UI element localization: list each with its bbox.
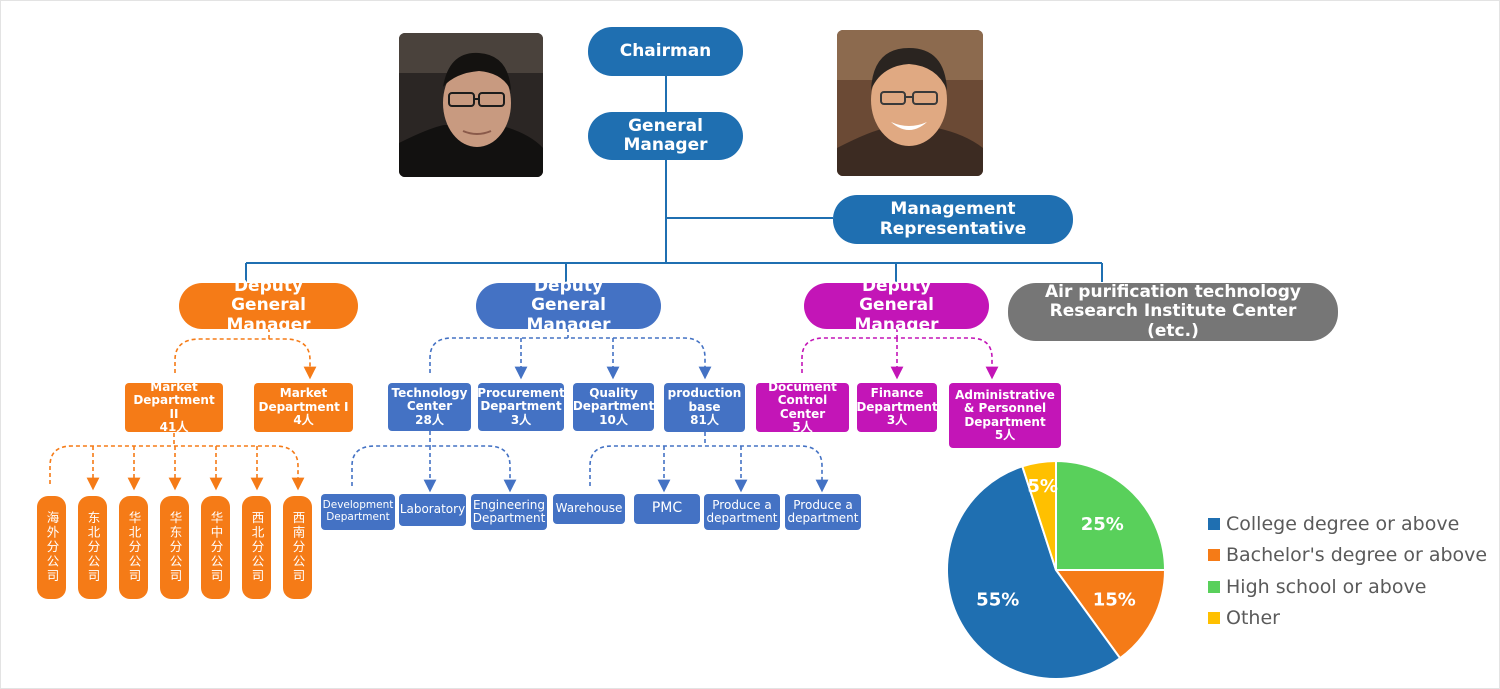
dept-count: 10人	[599, 412, 628, 427]
market-dept-2[interactable]: Market Department II 41人	[125, 379, 223, 434]
research-center-label: Air purification technology Research Ins…	[1045, 282, 1301, 341]
deputy-right-box[interactable]: Deputy General Manager	[804, 277, 989, 334]
dept-name: Quality Department	[572, 385, 655, 414]
dept-count: 3人	[886, 413, 908, 428]
branch-label: 海外分公司	[44, 511, 60, 584]
laboratory[interactable]: Laboratory	[399, 494, 466, 526]
dept-count: 28人	[415, 412, 444, 427]
pie-slice-other	[1021, 459, 1057, 571]
deputy-left-box[interactable]: Deputy General Manager	[179, 277, 358, 334]
branch-southwest[interactable]: 西南分公司	[283, 496, 312, 599]
leaf-label: Development Department	[322, 499, 394, 523]
branch-label: 西南分公司	[290, 511, 306, 584]
deputy-mid-box[interactable]: Deputy General Manager	[476, 277, 661, 334]
market-dept-1[interactable]: Market Department I 4人	[254, 383, 353, 432]
legend-label: College degree or above	[1226, 512, 1460, 535]
general-manager-box[interactable]: General Manager	[588, 112, 743, 160]
branch-north[interactable]: 华北分公司	[119, 496, 148, 599]
produce-department-1[interactable]: Produce a department	[704, 494, 780, 530]
document-control-center[interactable]: Document Control Center 5人	[756, 379, 849, 434]
dept-name: Market Department I	[258, 386, 349, 414]
legend-item-bachelor: Bachelor's degree or above	[1208, 540, 1487, 572]
legend-swatch	[1208, 549, 1220, 562]
branch-northeast[interactable]: 东北分公司	[78, 496, 107, 599]
dept-name: Technology Center	[391, 385, 468, 414]
dept-count: 41人	[159, 419, 189, 434]
branch-central[interactable]: 华中分公司	[201, 496, 230, 599]
education-pie-chart: 25% 15% 55% 5%	[946, 459, 1167, 680]
engineering-department[interactable]: Engineering Department	[471, 494, 547, 530]
chairman-box[interactable]: Chairman	[588, 27, 743, 76]
legend-swatch	[1208, 517, 1220, 530]
procurement-department[interactable]: Procurement Department 3人	[477, 383, 565, 431]
branch-northwest[interactable]: 西北分公司	[242, 496, 271, 599]
administrative-personnel-department[interactable]: Administrative & Personnel Department 5人	[949, 383, 1061, 448]
leaf-label: Produce a department	[787, 497, 859, 525]
development-department[interactable]: Development Department	[321, 494, 395, 530]
legend-item-other: Other	[1208, 603, 1487, 635]
branch-label: 西北分公司	[249, 511, 265, 584]
dept-name: production base	[667, 386, 742, 414]
production-base[interactable]: production base 81人	[664, 383, 745, 432]
pie-slice-high-school	[1055, 459, 1167, 571]
pie-legend: College degree or above Bachelor's degre…	[1208, 508, 1487, 634]
branch-label: 东北分公司	[85, 511, 101, 584]
dept-name: Document Control Center	[768, 379, 837, 421]
management-rep-box[interactable]: Management Representative	[833, 195, 1073, 244]
finance-department[interactable]: Finance Department 3人	[856, 383, 938, 432]
pie-data-label: 55%	[976, 590, 1019, 611]
leaf-label: PMC	[651, 500, 683, 517]
produce-department-2[interactable]: Produce a department	[785, 494, 861, 530]
chairman-label: Chairman	[619, 40, 712, 61]
management-rep-label: Management Representative	[879, 199, 1027, 239]
branch-label: 华中分公司	[208, 511, 224, 584]
pie-data-label: 25%	[1081, 514, 1124, 535]
pie-data-label: 15%	[1093, 590, 1136, 611]
photo-right	[837, 30, 983, 176]
pmc[interactable]: PMC	[634, 494, 700, 524]
quality-department[interactable]: Quality Department 10人	[573, 383, 654, 431]
legend-item-college: College degree or above	[1208, 508, 1487, 540]
dept-name: Administrative & Personnel Department	[955, 387, 1055, 429]
legend-swatch	[1208, 580, 1220, 593]
branch-east[interactable]: 华东分公司	[160, 496, 189, 599]
branch-label: 华东分公司	[167, 511, 183, 584]
leaf-label: Laboratory	[399, 502, 466, 517]
technology-center[interactable]: Technology Center 28人	[388, 383, 471, 431]
dept-count: 3人	[510, 412, 532, 427]
dept-name: Finance Department	[856, 386, 938, 414]
legend-label: Bachelor's degree or above	[1226, 544, 1488, 567]
leaf-label: Warehouse	[555, 501, 623, 516]
dept-count: 5人	[994, 427, 1016, 442]
dept-count: 4人	[293, 413, 314, 428]
branch-overseas[interactable]: 海外分公司	[37, 496, 66, 599]
legend-swatch	[1208, 612, 1220, 625]
leaf-label: Produce a department	[706, 497, 778, 525]
research-center-box[interactable]: Air purification technology Research Ins…	[1008, 283, 1338, 341]
dept-name: Market Department II	[133, 379, 215, 421]
pie-data-label: 5%	[1027, 476, 1058, 497]
pie-slice-bachelor	[1054, 569, 1167, 660]
dept-name: Procurement Department	[477, 385, 565, 414]
dept-count: 81人	[690, 413, 719, 428]
leaf-label: Engineering Department	[472, 497, 546, 525]
legend-item-high-school: High school or above	[1208, 571, 1487, 603]
deputy-right-label: Deputy General Manager	[854, 276, 939, 335]
branch-label: 华北分公司	[126, 511, 142, 584]
legend-label: Other	[1226, 607, 1280, 630]
deputy-mid-label: Deputy General Manager	[526, 276, 611, 335]
general-manager-label: General Manager	[623, 115, 708, 155]
pie-slice-college	[946, 465, 1122, 680]
legend-label: High school or above	[1226, 575, 1427, 598]
warehouse[interactable]: Warehouse	[553, 494, 625, 524]
dept-count: 5人	[792, 419, 813, 434]
photo-left	[399, 33, 543, 177]
deputy-left-label: Deputy General Manager	[226, 276, 311, 335]
